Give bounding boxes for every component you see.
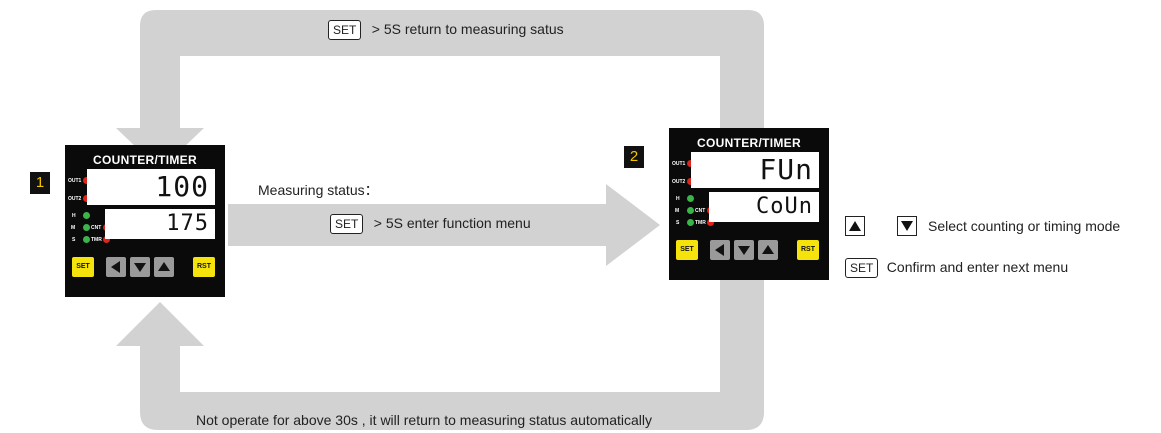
counter-timer-device-1: COUNTER/TIMER OUT1 OUT2 100 H M CNT S TM… [65, 145, 225, 297]
set-key-label: SET [328, 20, 362, 40]
cnt-label: CNT [91, 225, 102, 231]
set-button[interactable]: SET [676, 240, 698, 260]
down-button[interactable] [734, 240, 754, 260]
bottom-note-text: Not operate for above 30s , it will retu… [196, 412, 652, 428]
up-triangle-icon [849, 221, 861, 231]
tmr-led [707, 219, 714, 226]
down-button[interactable] [130, 257, 150, 277]
set-key-label: SET [330, 214, 364, 234]
set-button[interactable]: SET [72, 257, 94, 277]
left-arrow-icon [715, 244, 724, 256]
main-display: FUn [691, 152, 819, 188]
out2-label: OUT2 [672, 179, 686, 185]
step-badge-2: 2 [624, 146, 644, 168]
confirm-note: SET Confirm and enter next menu [845, 258, 1068, 278]
out2-led [83, 195, 90, 202]
up-arrow-icon [762, 245, 774, 254]
sub-display: CoUn [709, 192, 819, 222]
bottom-loop-arrow-head [116, 302, 204, 346]
rst-button[interactable]: RST [797, 240, 819, 260]
tmr-led [103, 236, 110, 243]
out1-label: OUT1 [68, 178, 82, 184]
top-loop-arrow-band [140, 10, 764, 300]
out2-led [687, 178, 694, 185]
s-label: S [676, 220, 680, 226]
middle-note: SET > 5S enter function menu [330, 214, 531, 234]
h-led [687, 195, 694, 202]
middle-arrow [228, 184, 660, 266]
top-note-text: > 5S return to measuring satus [371, 21, 564, 38]
h-label: H [72, 213, 76, 219]
sub-display: 175 [105, 209, 215, 239]
measuring-status-label: Measuring status： [258, 182, 379, 198]
device-title: COUNTER/TIMER [697, 136, 801, 150]
top-note: SET > 5S return to measuring satus [328, 20, 564, 40]
main-display: 100 [87, 169, 215, 205]
tmr-label: TMR [91, 237, 102, 243]
down-triangle-icon [901, 221, 913, 231]
step-badge-1: 1 [30, 172, 50, 194]
up-arrow-icon [158, 262, 170, 271]
select-mode-text: Select counting or timing mode [928, 218, 1121, 234]
cnt-label: CNT [695, 208, 706, 214]
down-arrow-icon [134, 263, 146, 272]
rst-button[interactable]: RST [193, 257, 215, 277]
out1-label: OUT1 [672, 161, 686, 167]
counter-timer-device-2: COUNTER/TIMER OUT1 OUT2 FUn H M CNT S TM… [669, 128, 829, 280]
h-label: H [676, 196, 680, 202]
m-led [687, 207, 694, 214]
tmr-label: TMR [695, 220, 706, 226]
down-arrow-icon [738, 246, 750, 255]
out2-label: OUT2 [68, 196, 82, 202]
up-button[interactable] [758, 240, 778, 260]
s-led [83, 236, 90, 243]
down-key-box [897, 216, 917, 236]
out1-led [687, 160, 694, 167]
s-label: S [72, 237, 76, 243]
s-led [687, 219, 694, 226]
middle-note-text: > 5S enter function menu [373, 215, 531, 232]
up-button[interactable] [154, 257, 174, 277]
left-arrow-icon [111, 261, 120, 273]
m-label: M [675, 208, 680, 214]
up-key-box [845, 216, 865, 236]
out1-led [83, 177, 90, 184]
left-button[interactable] [710, 240, 730, 260]
device-title: COUNTER/TIMER [93, 153, 197, 167]
left-button[interactable] [106, 257, 126, 277]
set-key-label: SET [845, 258, 879, 278]
bottom-loop-arrow-band [140, 280, 764, 430]
confirm-text: Confirm and enter next menu [886, 259, 1069, 276]
h-led [83, 212, 90, 219]
m-led [83, 224, 90, 231]
m-label: M [71, 225, 76, 231]
